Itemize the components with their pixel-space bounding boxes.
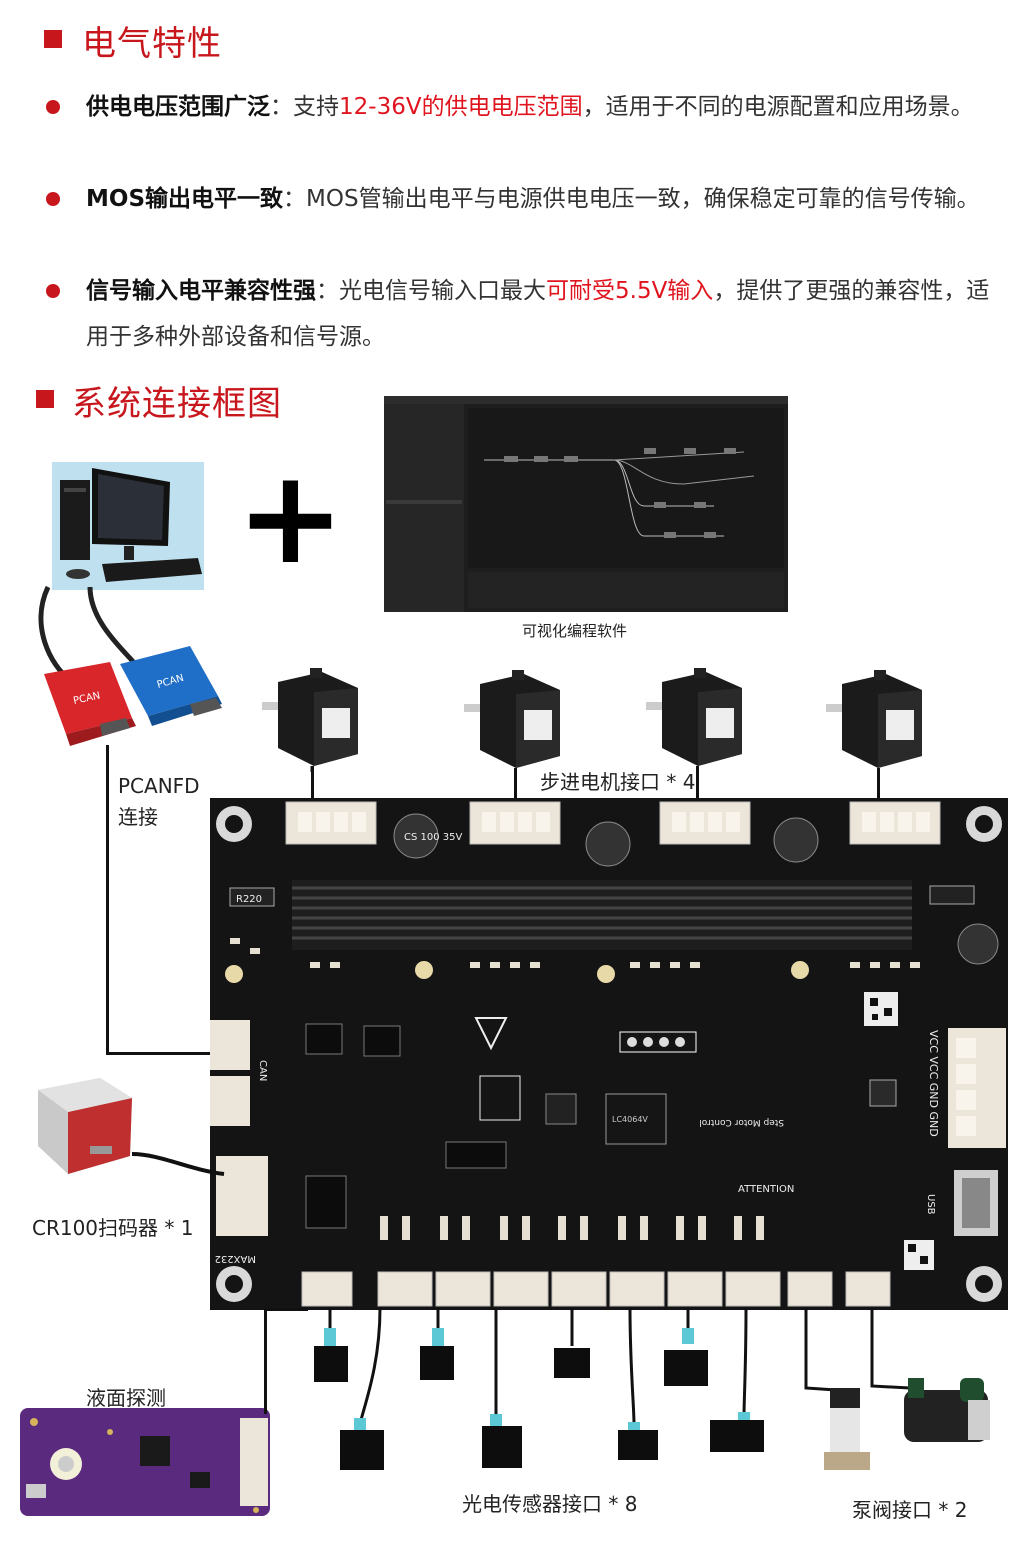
bullet-3-highlight: 可耐受5.5V输入	[546, 278, 714, 304]
section-marker-electrical	[44, 30, 62, 48]
stepper-wire-3	[696, 766, 699, 804]
capacitor-label: CS 100 35V	[404, 832, 462, 843]
stepper-label: 步进电机接口 * 4	[540, 770, 696, 794]
computer-image	[52, 462, 204, 590]
pcanfd-label-line2: 连接	[118, 805, 158, 829]
stepper-wire-4	[877, 768, 880, 804]
scanner-label: CR100扫码器 * 1	[32, 1216, 194, 1240]
can-label: CAN	[257, 1060, 268, 1081]
pcanfd-label-line1: PCANFD	[118, 774, 200, 798]
stepper-motor-4	[826, 670, 922, 768]
photo-sensor-label: 光电传感器接口 * 8	[462, 1492, 638, 1516]
software-caption: 可视化编程软件	[522, 622, 628, 640]
level-detection-board	[20, 1408, 270, 1516]
power-label: VCC VCC GND GND	[927, 1030, 940, 1137]
software-screenshot	[384, 396, 788, 612]
stepper-motor-3	[646, 668, 742, 766]
pcan-blue-adapter: PCAN	[120, 646, 222, 726]
controller-board: CS 100 35V R220 CAN MAX232 LC4064V Step …	[210, 798, 1008, 1310]
pcan-red-adapter: PCAN	[44, 662, 136, 746]
bullet-dot-1	[46, 100, 60, 114]
bullet-3-title: 信号输入电平兼容性强	[86, 278, 316, 304]
stepper-motor-1	[262, 668, 358, 772]
bullet-1-title: 供电电压范围广泛	[86, 94, 270, 120]
pcan-wire-vertical	[106, 745, 109, 1055]
pump-valve-label: 泵阀接口 * 2	[852, 1498, 968, 1522]
pcan-wire-horizontal	[106, 1052, 216, 1055]
section-title-electrical: 电气特性	[82, 24, 222, 64]
usb-label: USB	[925, 1194, 936, 1215]
resistor-label-left: R220	[236, 894, 262, 905]
level-detection-label: 液面探测	[86, 1386, 166, 1410]
bullet-2-title: MOS输出电平一致	[86, 186, 284, 212]
stepper-wire-2	[514, 768, 517, 804]
level-wire-vertical	[264, 1308, 267, 1414]
scanner-cable	[131, 1152, 225, 1176]
bullet-dot-3	[46, 284, 60, 298]
barcode-scanner-image	[38, 1078, 132, 1174]
bullet-dot-2	[46, 192, 60, 206]
bullet-item-3: 信号输入电平兼容性强：光电信号输入口最大可耐受5.5V输入，提供了更强的兼容性，…	[86, 278, 990, 350]
stepper-motor-2	[464, 670, 560, 768]
level-wire-horizontal	[264, 1308, 308, 1311]
mcu-label: LC4064V	[612, 1115, 648, 1124]
pump-valve-image	[804, 1308, 990, 1470]
section-marker-system	[36, 390, 54, 408]
max232-label: MAX232	[215, 1253, 256, 1264]
plus-sign: +	[236, 441, 345, 593]
stepper-wire-1	[311, 766, 314, 804]
section-title-system: 系统连接框图	[72, 384, 282, 424]
photo-sensors	[314, 1307, 764, 1470]
board-title-label: Step Motor Control	[699, 1117, 784, 1127]
bullet-item-1: 供电电压范围广泛：支持12-36V的供电电压范围，适用于不同的电源配置和应用场景…	[86, 94, 974, 120]
bullet-item-2: MOS输出电平一致：MOS管输出电平与电源供电电压一致，确保稳定可靠的信号传输。	[86, 186, 980, 212]
attention-label: ATTENTION	[738, 1184, 794, 1195]
bullet-1-highlight: 12-36V的供电电压范围	[339, 94, 583, 120]
